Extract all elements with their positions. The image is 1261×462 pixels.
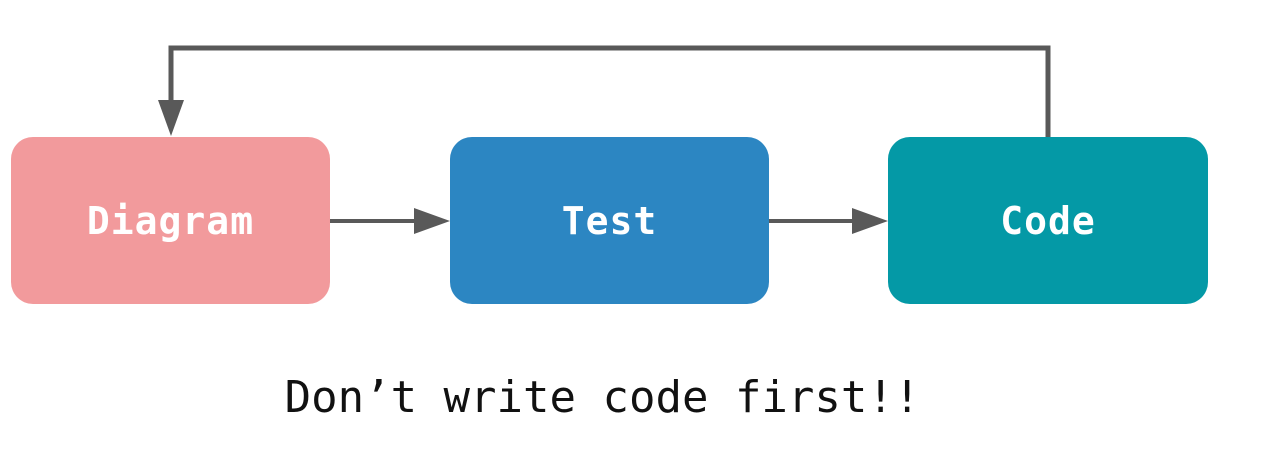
diagram-node-label: Diagram [86,198,255,243]
diagram-node: Diagram [11,137,330,304]
arrow-code-to-diagram [158,45,1051,137]
test-node-label: Test [561,198,658,243]
caption-text: Don’t write code first!! [284,372,921,423]
test-node: Test [450,137,769,304]
arrow-diagram-to-test [330,208,450,234]
code-node-label: Code [1000,198,1096,243]
code-node: Code [888,137,1208,304]
arrow-test-to-code [769,208,888,234]
